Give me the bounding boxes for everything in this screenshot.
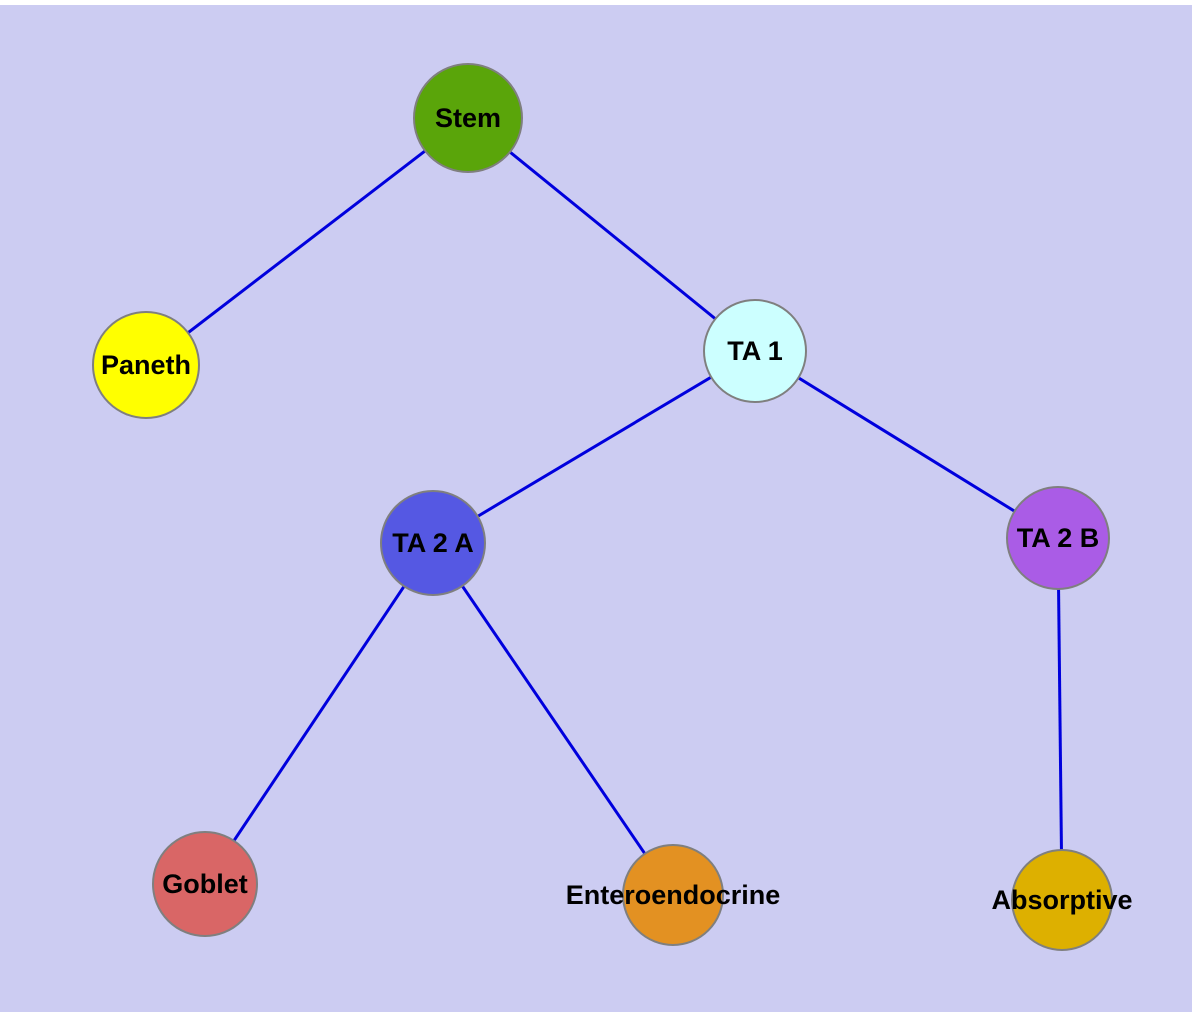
- node-goblet-circle: [152, 831, 258, 937]
- node-stem-circle: [413, 63, 523, 173]
- node-paneth-circle: [92, 311, 200, 419]
- edge-stem-paneth: [145, 116, 469, 367]
- node-ta2b: TA 2 B: [1006, 486, 1110, 590]
- node-ta1-circle: [703, 299, 807, 403]
- node-stem: Stem: [413, 63, 523, 173]
- edge-ta1-ta2b: [754, 349, 1059, 540]
- node-goblet: Goblet: [152, 831, 258, 937]
- node-paneth: Paneth: [92, 311, 200, 419]
- edges-layer: [145, 116, 1064, 901]
- edge-stem-ta1: [467, 116, 756, 353]
- edge-ta2b-absorptive: [1056, 537, 1064, 901]
- node-ta2a: TA 2 A: [380, 490, 486, 596]
- node-absorptive-circle: [1011, 849, 1113, 951]
- node-ta2a-circle: [380, 490, 486, 596]
- node-enteroendocrine-circle: [622, 844, 724, 946]
- edge-ta2a-goblet: [203, 542, 435, 885]
- node-ta2b-circle: [1006, 486, 1110, 590]
- node-ta1: TA 1: [703, 299, 807, 403]
- edge-ta2a-enteroendocrine: [431, 542, 675, 896]
- edge-ta1-ta2a: [432, 349, 756, 545]
